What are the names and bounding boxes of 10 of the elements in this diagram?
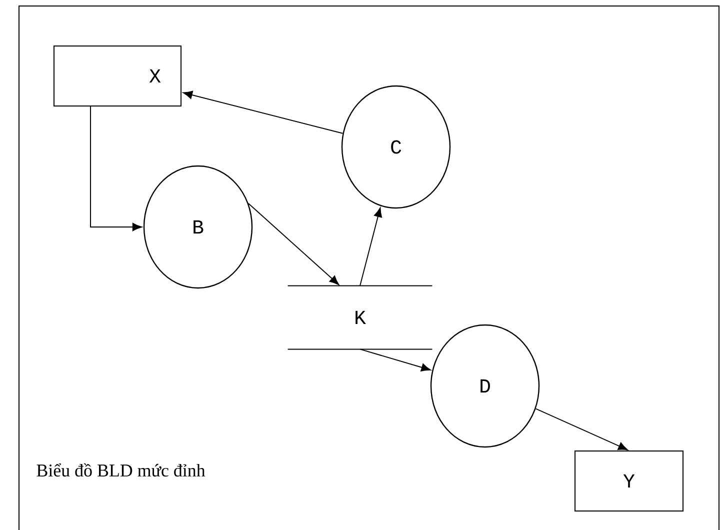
external-entity-box: X (54, 46, 182, 106)
arrow (360, 348, 431, 372)
arrow (182, 90, 344, 134)
external-entity-box: Y (574, 450, 684, 512)
arrow (535, 408, 628, 450)
arrow (90, 106, 142, 232)
arrow (360, 207, 382, 286)
arrow (248, 202, 340, 286)
data-store: K (287, 285, 433, 350)
caption: Biểu đồ BLD mức đỉnh (36, 463, 206, 477)
